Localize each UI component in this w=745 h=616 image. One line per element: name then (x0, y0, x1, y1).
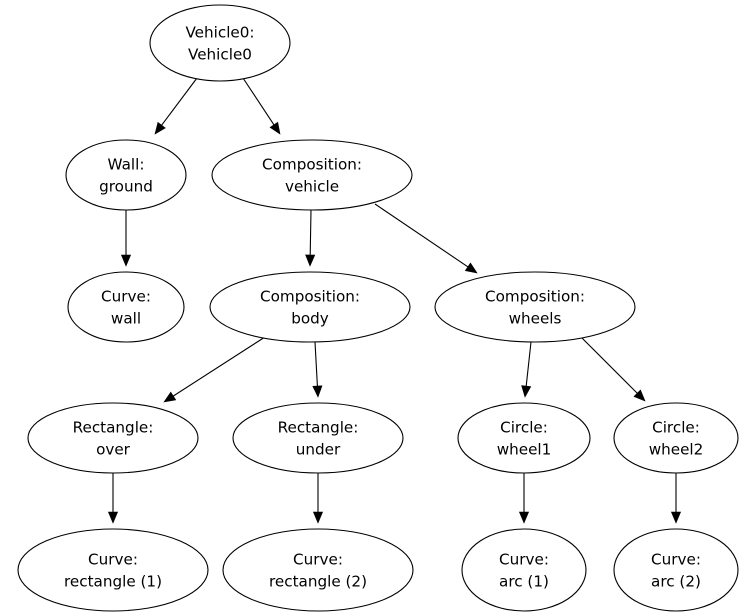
node-label-name: rectangle (1) (64, 573, 162, 591)
edge-line (160, 77, 198, 127)
edge-line (171, 336, 266, 398)
node-label-name: arc (2) (651, 573, 701, 591)
graph-edge-rectangle_over-to-curve_rectangle_1 (107, 473, 119, 524)
node-label-name: wheel2 (649, 441, 704, 459)
arrowhead-icon (269, 121, 281, 135)
node-label-name: ground (99, 178, 153, 196)
node-label-type: Curve: (88, 551, 138, 569)
graph-node-rectangle_over[interactable]: Rectangle: over (27, 402, 199, 474)
graph-edge-vehicle0-to-composition_vehicle (242, 77, 281, 135)
node-ellipse[interactable] (17, 528, 209, 612)
arrowhead-icon (154, 121, 166, 135)
node-label-type: Composition: (260, 288, 360, 306)
arrowhead-icon (305, 254, 316, 267)
node-label-name: wheels (509, 310, 562, 328)
graph-edge-composition_vehicle-to-composition_wheels (374, 203, 478, 274)
graph-edge-wall_ground-to-curve_wall (120, 210, 132, 267)
node-label-type: Circle: (652, 419, 700, 437)
node-ellipse[interactable] (461, 528, 587, 612)
graph-edge-rectangle_under-to-curve_rectangle_2 (312, 473, 324, 524)
node-label-type: Circle: (500, 419, 548, 437)
node-label-type: Composition: (262, 156, 362, 174)
graph-edge-composition_body-to-rectangle_under (312, 341, 323, 398)
arrowhead-icon (120, 254, 132, 267)
graph-node-wall_ground[interactable]: Wall: ground (65, 139, 187, 211)
edge-line (242, 77, 276, 127)
node-label-type: Rectangle: (73, 419, 154, 437)
node-label-name: under (296, 441, 341, 459)
node-ellipse[interactable] (65, 139, 187, 211)
graph-edge-composition_body-to-rectangle_over (163, 336, 266, 403)
node-ellipse[interactable] (67, 271, 185, 343)
graph-edge-circle_wheel2-to-curve_arc_2 (670, 473, 682, 524)
graph-node-rectangle_under[interactable]: Rectangle: under (232, 402, 404, 474)
edges-layer (107, 77, 682, 524)
node-ellipse[interactable] (457, 402, 591, 474)
graph-node-circle_wheel1[interactable]: Circle: wheel1 (457, 402, 591, 474)
edge-line (579, 335, 639, 395)
node-ellipse[interactable] (613, 402, 739, 474)
node-label-type: Curve: (101, 288, 151, 306)
node-label-type: Rectangle: (278, 419, 359, 437)
arrowhead-icon (464, 262, 478, 274)
node-label-name: rectangle (2) (269, 573, 367, 591)
node-label-name: wheel1 (497, 441, 552, 459)
edge-line (309, 209, 312, 257)
graph-node-composition_wheels[interactable]: Composition: wheels (434, 271, 636, 343)
edge-line (314, 341, 319, 388)
node-label-type: Curve: (651, 551, 701, 569)
node-label-name: Vehicle0 (188, 46, 252, 64)
node-label-type: Composition: (485, 288, 585, 306)
node-ellipse[interactable] (434, 271, 636, 343)
graph-node-circle_wheel2[interactable]: Circle: wheel2 (613, 402, 739, 474)
graph-node-curve_rectangle_2[interactable]: Curve: rectangle (2) (222, 528, 414, 612)
node-ellipse[interactable] (222, 528, 414, 612)
arrowhead-icon (633, 389, 646, 402)
node-ellipse[interactable] (613, 528, 739, 612)
node-label-name: arc (1) (499, 573, 549, 591)
graph-node-curve_rectangle_1[interactable]: Curve: rectangle (1) (17, 528, 209, 612)
graph-edge-composition_wheels-to-circle_wheel2 (579, 335, 646, 402)
arrowhead-icon (670, 511, 682, 524)
graph-node-curve_arc_1[interactable]: Curve: arc (1) (461, 528, 587, 612)
graph-node-curve_wall[interactable]: Curve: wall (67, 271, 185, 343)
graph-edge-composition_wheels-to-circle_wheel1 (521, 341, 532, 398)
graph-node-composition_body[interactable]: Composition: body (209, 271, 411, 343)
node-label-name: over (96, 441, 131, 459)
node-label-name: body (291, 310, 329, 328)
graph-edge-vehicle0-to-wall_ground (154, 77, 198, 135)
node-label-type: Curve: (499, 551, 549, 569)
graph-node-vehicle0[interactable]: Vehicle0: Vehicle0 (149, 4, 291, 82)
node-label-name: vehicle (285, 178, 339, 196)
node-ellipse[interactable] (211, 139, 413, 211)
node-label-type: Curve: (293, 551, 343, 569)
node-label-name: wall (111, 310, 141, 328)
graph-node-composition_vehicle[interactable]: Composition: vehicle (211, 139, 413, 211)
arrowhead-icon (312, 511, 324, 524)
edge-line (374, 203, 470, 269)
arrowhead-icon (312, 385, 323, 398)
arrowhead-icon (107, 511, 119, 524)
edge-line (525, 341, 532, 388)
arrowhead-icon (163, 391, 177, 403)
arrowhead-icon (521, 385, 532, 398)
node-ellipse[interactable] (209, 271, 411, 343)
graph-edge-circle_wheel1-to-curve_arc_1 (518, 473, 530, 524)
node-label-type: Vehicle0: (185, 24, 254, 42)
nodes-layer: Vehicle0:Vehicle0Wall:groundComposition:… (17, 4, 739, 612)
node-ellipse[interactable] (149, 4, 291, 82)
arrowhead-icon (518, 511, 530, 524)
graph-node-curve_arc_2[interactable]: Curve: arc (2) (613, 528, 739, 612)
node-ellipse[interactable] (27, 402, 199, 474)
graph-edge-composition_vehicle-to-composition_body (305, 209, 316, 267)
node-label-type: Wall: (108, 156, 145, 174)
node-ellipse[interactable] (232, 402, 404, 474)
